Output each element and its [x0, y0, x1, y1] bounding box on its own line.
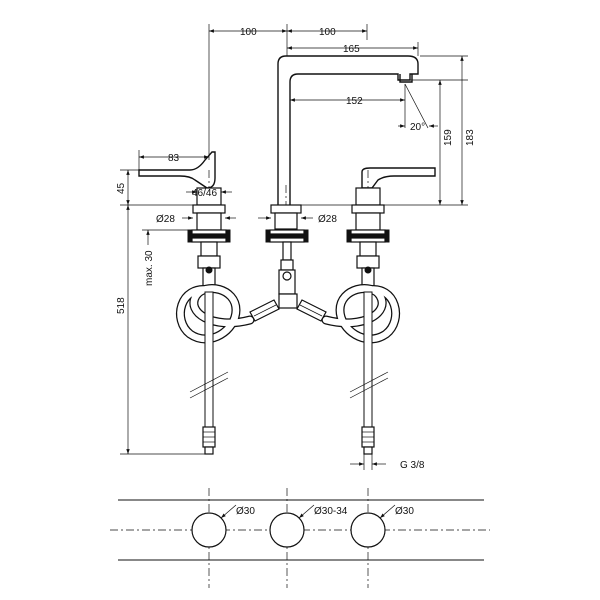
- dim-dia28-right: Ø28: [318, 214, 337, 225]
- hoses: [176, 284, 401, 344]
- hole-center: [269, 512, 305, 548]
- dim-g38: G 3/8: [400, 460, 425, 471]
- left-handle: [138, 151, 231, 293]
- dim-dia30-right: Ø30: [395, 506, 414, 517]
- dim-152: 152: [346, 96, 363, 107]
- dim-46-46: 46/46: [192, 188, 217, 199]
- supply-pipes: [189, 291, 389, 455]
- spout: [265, 55, 419, 304]
- dim-518: 518: [116, 297, 127, 314]
- dimension-labels: 100 100 165 152 20° 159 183 83 45 46/46 …: [116, 27, 476, 471]
- dim-dia30-left: Ø30: [236, 506, 255, 517]
- dim-83: 83: [168, 153, 180, 164]
- dim-dia28-left: Ø28: [156, 214, 175, 225]
- hole-right: [350, 512, 386, 548]
- dim-max30: max. 30: [144, 250, 155, 286]
- dim-100-right: 100: [319, 27, 336, 38]
- dim-183: 183: [465, 129, 476, 146]
- dim-100-left: 100: [240, 27, 257, 38]
- dim-20-deg: 20°: [410, 122, 425, 133]
- dim-45: 45: [116, 182, 127, 194]
- dim-165: 165: [343, 44, 360, 55]
- mounting-plan: Ø30 Ø30-34 Ø30: [118, 499, 484, 561]
- dim-159: 159: [443, 129, 454, 146]
- hole-left: [191, 512, 227, 548]
- dim-dia30-34: Ø30-34: [314, 506, 348, 517]
- right-handle: [346, 167, 436, 293]
- dimension-lines: [120, 24, 468, 470]
